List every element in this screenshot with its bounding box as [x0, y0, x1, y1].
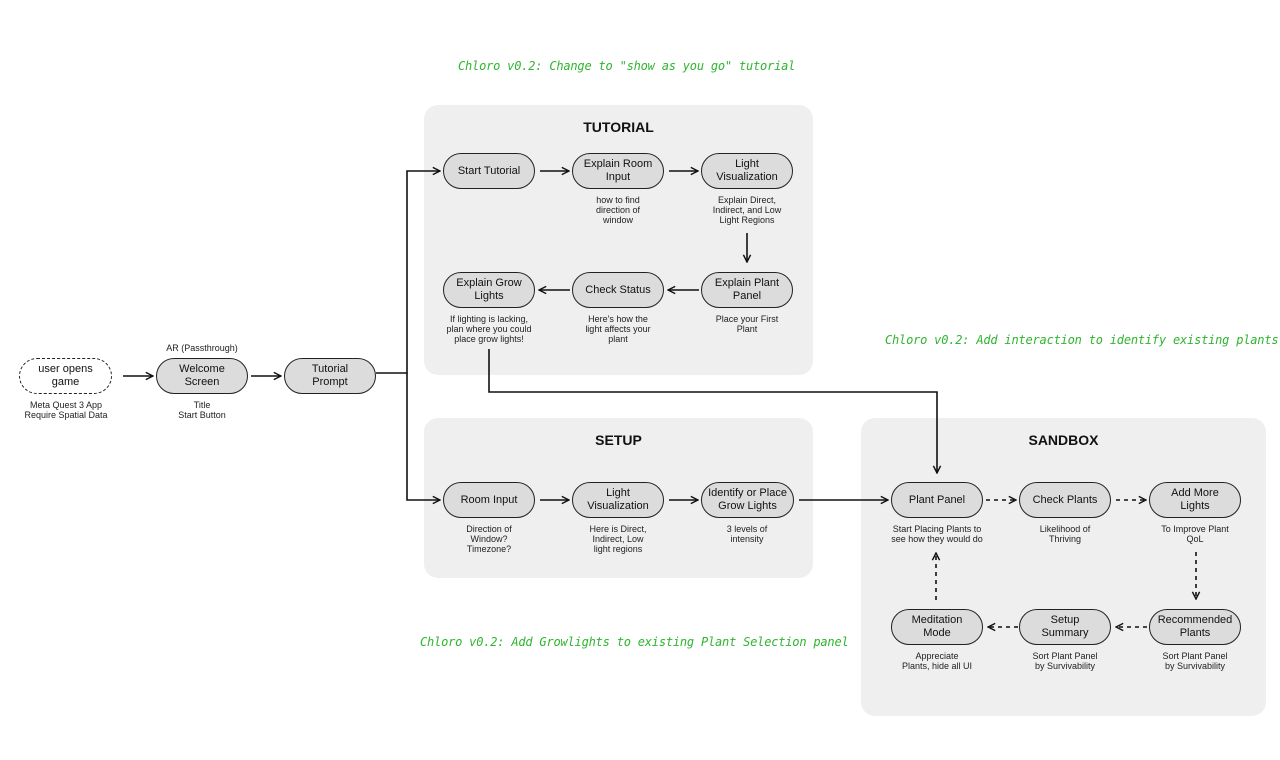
setup-summary-node[interactable]: Setup Summary [1019, 609, 1111, 645]
arrow-prompt-to-setup [406, 373, 440, 500]
user-opens-note: Meta Quest 3 App Require Spatial Data [24, 400, 108, 420]
explain-room-input-note: how to find direction of window [595, 195, 641, 225]
check-status-node[interactable]: Check Status [572, 272, 664, 308]
welcome-note: Title Start Button [178, 400, 226, 420]
annotation-setup: Chloro v0.2: Add Growlights to existing … [420, 635, 849, 649]
tutorial-group: TUTORIAL [424, 105, 813, 375]
explain-room-input-node[interactable]: Explain Room Input [572, 153, 664, 189]
explain-plant-panel-note: Place your First Plant [715, 314, 779, 334]
welcome-above-note: AR (Passthrough) [166, 343, 238, 353]
recommended-plants-node[interactable]: Recommended Plants [1149, 609, 1241, 645]
tutorial-prompt-node[interactable]: Tutorial Prompt [284, 358, 376, 394]
annotation-sandbox: Chloro v0.2: Add interaction to identify… [885, 333, 1279, 347]
check-plants-note: Likelihood of Thriving [1039, 524, 1091, 544]
arrow-grow-to-sandbox [488, 349, 937, 473]
check-plants-node[interactable]: Check Plants [1019, 482, 1111, 518]
light-visualization-setup-node[interactable]: Light Visualization [572, 482, 664, 518]
welcome-screen-node[interactable]: Welcome Screen [156, 358, 248, 394]
light-visualization-tutorial-node[interactable]: Light Visualization [701, 153, 793, 189]
sandbox-title: SANDBOX [1028, 432, 1099, 448]
identify-place-grow-lights-node[interactable]: Identify or Place Grow Lights [701, 482, 794, 518]
explain-plant-panel-node[interactable]: Explain Plant Panel [701, 272, 793, 308]
annotation-tutorial: Chloro v0.2: Change to "show as you go" … [458, 59, 796, 73]
user-opens-game-node[interactable]: user opens game [19, 358, 112, 394]
explain-grow-lights-node[interactable]: Explain Grow Lights [443, 272, 535, 308]
add-more-lights-node[interactable]: Add More Lights [1149, 482, 1241, 518]
meditation-mode-note: Appreciate Plants, hide all UI [901, 651, 973, 671]
tutorial-title: TUTORIAL [583, 119, 654, 135]
start-tutorial-node[interactable]: Start Tutorial [443, 153, 535, 189]
plant-panel-node[interactable]: Plant Panel [891, 482, 983, 518]
setup-summary-note: Sort Plant Panel by Survivability [1032, 651, 1098, 671]
arrow-prompt-branch [376, 171, 440, 374]
light-visualization-tutorial-note: Explain Direct, Indirect, and Low Light … [712, 195, 782, 225]
identify-place-note: 3 levels of intensity [726, 524, 768, 544]
plant-panel-note: Start Placing Plants to see how they wou… [891, 524, 983, 544]
recommended-plants-note: Sort Plant Panel by Survivability [1162, 651, 1228, 671]
room-input-node[interactable]: Room Input [443, 482, 535, 518]
meditation-mode-node[interactable]: Meditation Mode [891, 609, 983, 645]
light-visualization-setup-note: Here is Direct, Indirect, Low light regi… [589, 524, 647, 554]
explain-grow-lights-note: If lighting is lacking, plan where you c… [446, 314, 532, 344]
room-input-note: Direction of Window? Timezone? [466, 524, 512, 554]
sandbox-group: SANDBOX [861, 418, 1266, 716]
check-status-note: Here's how the light affects your plant [585, 314, 651, 344]
add-more-lights-note: To Improve Plant QoL [1161, 524, 1229, 544]
setup-title: SETUP [595, 432, 642, 448]
